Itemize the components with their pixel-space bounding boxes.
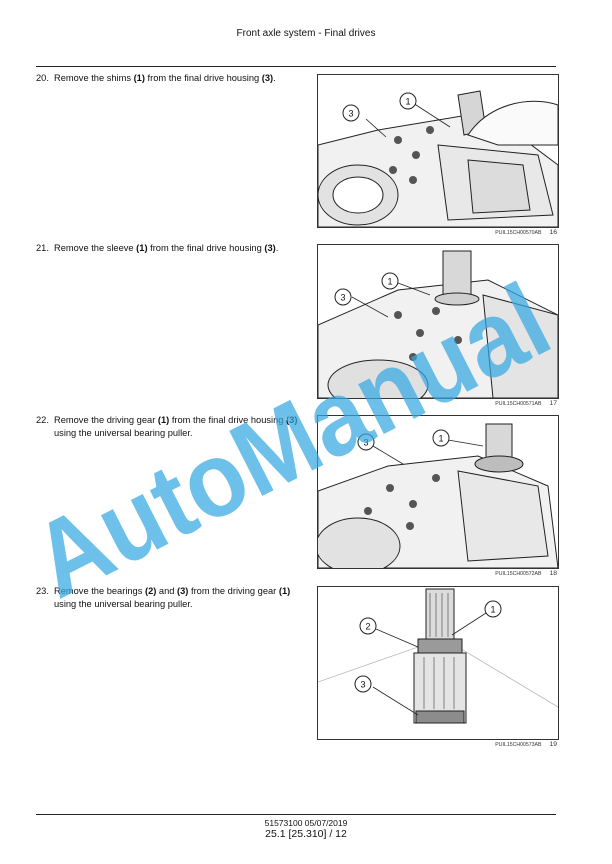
step-23: 23. Remove the bearings (2) and (3) from… <box>36 585 302 610</box>
step-text: Remove the bearings (2) and (3) from the… <box>54 586 291 609</box>
footer-rule <box>36 814 556 815</box>
step-number: 21. <box>36 243 49 253</box>
step-text: Remove the driving gear (1) from the fin… <box>54 415 298 438</box>
figure-19-image: 1 2 3 <box>317 586 559 740</box>
svg-text:3: 3 <box>348 109 353 119</box>
header-rule <box>36 66 556 67</box>
figure-19-callout-3: 3 <box>354 675 372 693</box>
figure-16-image: 1 3 <box>317 74 559 228</box>
svg-text:1: 1 <box>387 277 392 287</box>
footer-page-number: 25.1 [25.310] / 12 <box>265 828 347 840</box>
footer-doc-code: 51573100 05/07/2019 <box>264 818 348 828</box>
figure-19-callout-2: 2 <box>359 617 377 635</box>
figure-16-callout-1: 1 <box>399 92 417 110</box>
figure-19-callout-1: 1 <box>484 600 502 618</box>
svg-text:1: 1 <box>438 434 443 444</box>
svg-text:3: 3 <box>340 293 345 303</box>
svg-text:3: 3 <box>363 438 368 448</box>
step-number: 22. <box>36 415 49 425</box>
svg-text:1: 1 <box>490 605 495 615</box>
step-20: 20. Remove the shims (1) from the final … <box>36 72 302 85</box>
step-number: 20. <box>36 73 49 83</box>
step-number: 23. <box>36 586 49 596</box>
figure-18-callout-1: 1 <box>432 429 450 447</box>
page-header-title: Front axle system - Final drives <box>236 28 376 39</box>
step-22: 22. Remove the driving gear (1) from the… <box>36 414 302 439</box>
figure-17-callout-1: 1 <box>381 272 399 290</box>
svg-text:1: 1 <box>405 97 410 107</box>
figure-18-image: 1 3 <box>317 415 559 569</box>
svg-text:2: 2 <box>365 622 370 632</box>
figure-17-image: 1 3 <box>317 244 559 399</box>
step-text: Remove the sleeve (1) from the final dri… <box>54 243 279 253</box>
step-21: 21. Remove the sleeve (1) from the final… <box>36 242 302 255</box>
figure-18-callout-3: 3 <box>357 433 375 451</box>
svg-text:3: 3 <box>360 680 365 690</box>
figure-16-callout-3: 3 <box>342 104 360 122</box>
figure-17-callout-3: 3 <box>334 288 352 306</box>
step-text: Remove the shims (1) from the final driv… <box>54 73 276 83</box>
